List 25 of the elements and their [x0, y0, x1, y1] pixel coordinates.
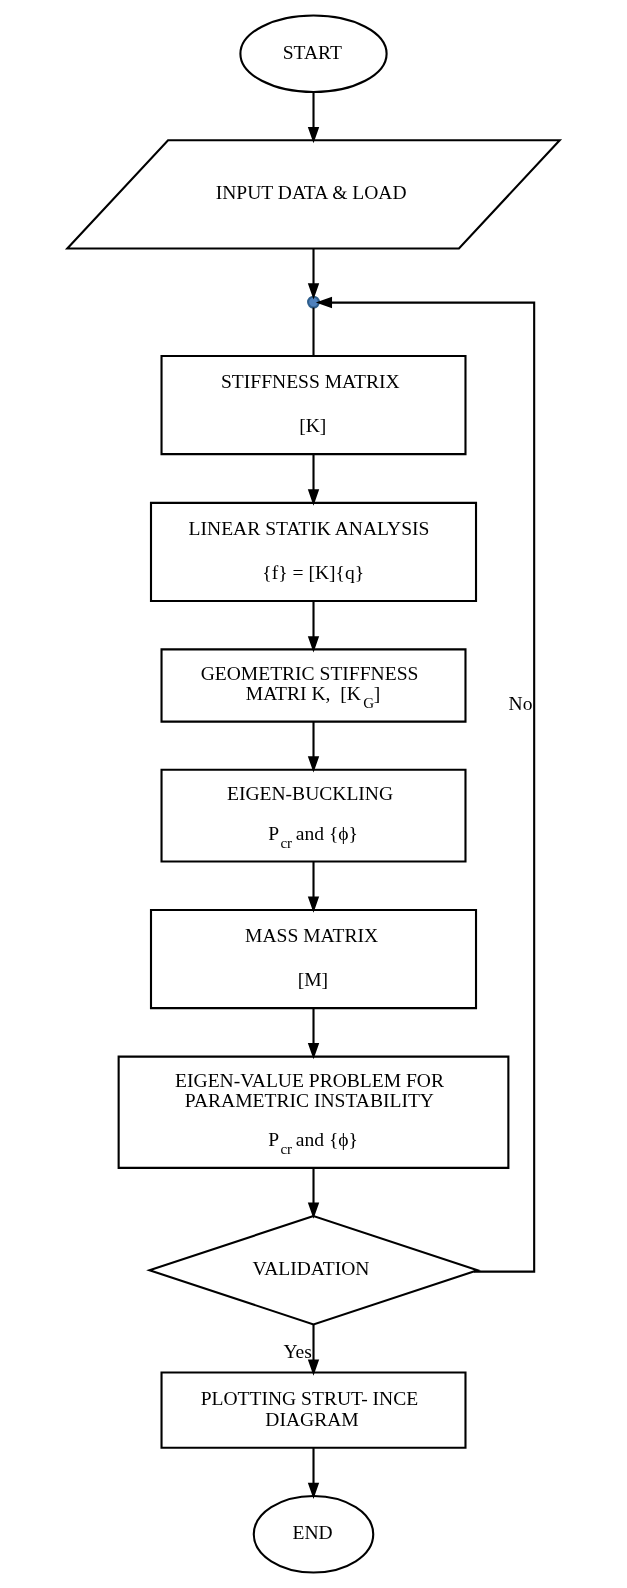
- node-ellipse: START: [239, 14, 388, 94]
- arrow: [307, 601, 320, 653]
- node-diamond: VALIDATION: [146, 1214, 481, 1326]
- arrow: [307, 454, 320, 506]
- node-ellipse: END: [252, 1494, 375, 1574]
- node-box: LINEAR STATIK ANALYSIS {f} = [K]{q}: [149, 501, 478, 602]
- arrow: [307, 92, 320, 144]
- node-box: PLOTTING STRUT- INCE DIAGRAM: [160, 1371, 467, 1449]
- node-box: EIGEN-VALUE PROBLEM FOR PARAMETRIC INSTABILITY P$_{cr}$ and {ϕ}: [117, 1055, 510, 1169]
- node-box: GEOMETRIC STIFFNESS MATRI K, [K$_{G}$]: [160, 648, 467, 723]
- node-circle: [307, 295, 320, 309]
- arrow: [307, 861, 320, 913]
- arrow: [307, 1008, 320, 1060]
- edge-label: Yes: [283, 1341, 312, 1363]
- arrow: [307, 1167, 320, 1219]
- node-box: EIGEN-BUCKLING P$_{cr}$ and {ϕ}: [160, 768, 467, 863]
- arrow: [307, 721, 320, 773]
- node-box: STIFFNESS MATRIX [K]: [160, 354, 467, 456]
- edge-label: No: [508, 693, 533, 715]
- arrow: [307, 248, 320, 300]
- connector: [312, 307, 315, 356]
- node-box: MASS MATRIX [M]: [149, 908, 478, 1010]
- arrow: [315, 296, 536, 1273]
- arrow: [307, 1324, 320, 1376]
- arrow: [307, 1448, 320, 1499]
